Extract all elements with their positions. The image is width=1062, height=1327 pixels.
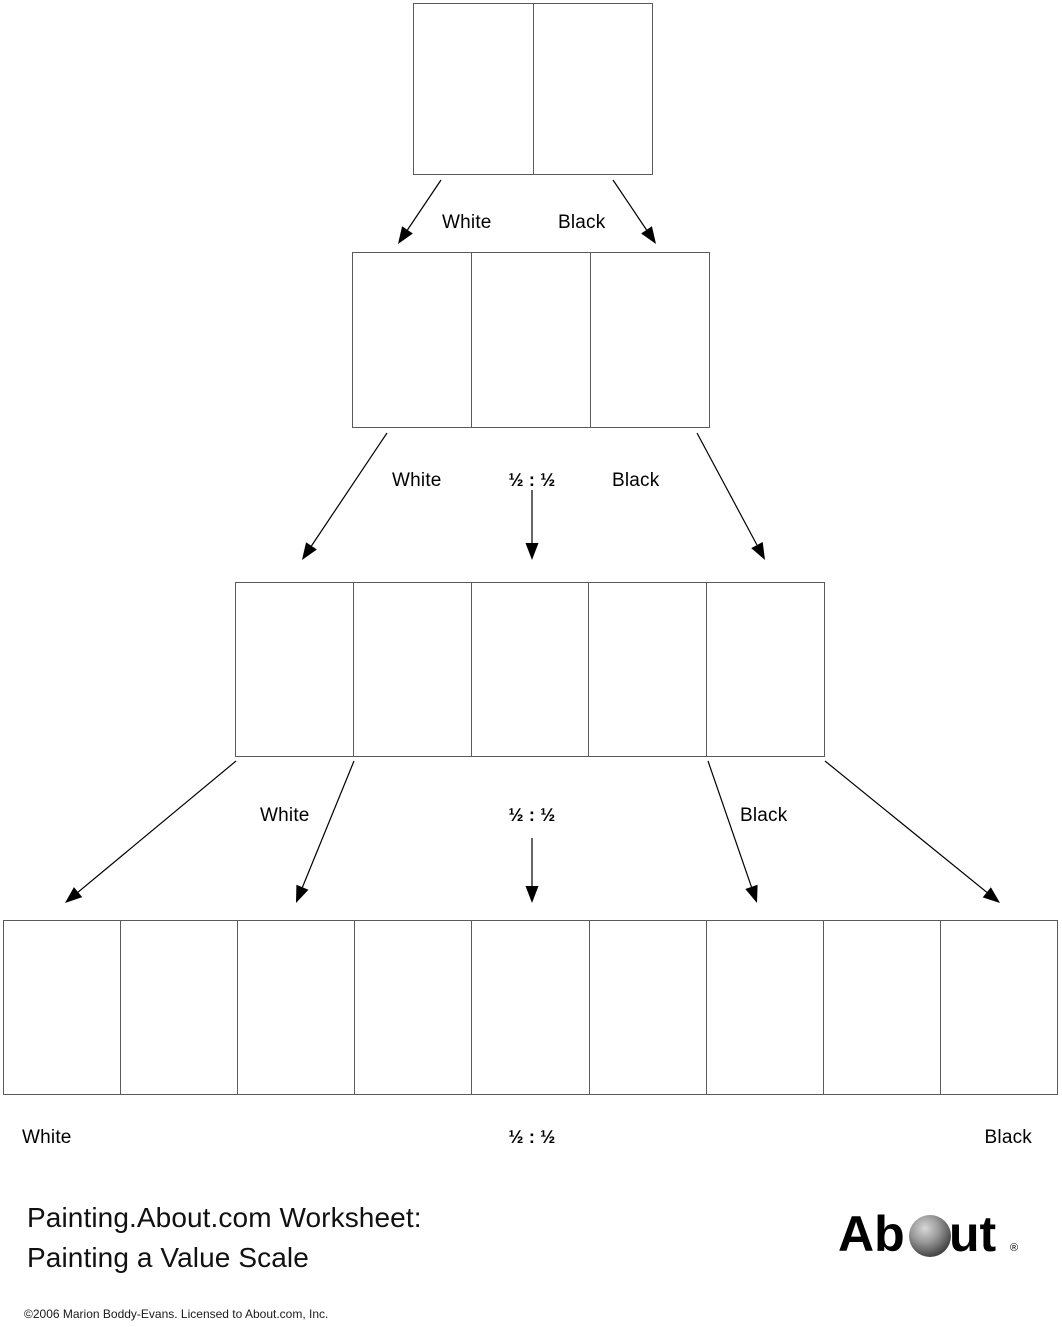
arrow-line xyxy=(612,179,648,231)
mix-label: White xyxy=(442,212,492,233)
swatch-cell[interactable] xyxy=(355,921,473,1094)
mix-label: White xyxy=(392,470,442,491)
arrow-line xyxy=(696,432,758,546)
swatch-cell[interactable] xyxy=(589,921,707,1094)
about-logo: Ab ut ® xyxy=(838,1206,1024,1263)
mix-label: Black xyxy=(740,805,788,826)
arrow-head-icon xyxy=(745,884,758,903)
arrow-line xyxy=(406,179,442,231)
about-logo-text-after: ut xyxy=(949,1207,997,1262)
swatch-cell[interactable] xyxy=(591,253,709,427)
arrow-head-icon xyxy=(65,887,83,903)
scale-end-label: ½ : ½ xyxy=(508,1127,556,1147)
swatch-cell[interactable] xyxy=(533,4,652,174)
mix-label: ½ : ½ xyxy=(508,805,556,825)
about-logo-sphere xyxy=(909,1215,951,1257)
swatch-cell[interactable] xyxy=(589,583,708,756)
copyright-notice: ©2006 Marion Boddy-Evans. Licensed to Ab… xyxy=(24,1307,329,1321)
swatch-cell[interactable] xyxy=(236,583,354,756)
arrow-head-icon xyxy=(525,543,539,560)
scale-end-label: White xyxy=(22,1127,72,1148)
arrow-line xyxy=(77,760,237,893)
arrow-head-icon xyxy=(982,887,1000,903)
swatch-cell[interactable] xyxy=(472,253,591,427)
swatch-cell[interactable] xyxy=(707,583,824,756)
value-scale-row-4[interactable] xyxy=(3,920,1058,1095)
swatch-cell[interactable] xyxy=(823,921,941,1094)
arrow-head-icon xyxy=(302,542,317,560)
swatch-cell[interactable] xyxy=(414,4,534,174)
about-logo-registered-mark: ® xyxy=(1010,1242,1018,1254)
arrow-head-icon xyxy=(398,226,413,244)
swatch-cell[interactable] xyxy=(353,583,472,756)
swatch-cell[interactable] xyxy=(353,253,472,427)
mix-label: White xyxy=(260,805,310,826)
arrow-line xyxy=(310,432,388,547)
arrow-line xyxy=(301,760,355,888)
arrow-head-icon xyxy=(751,541,765,560)
mix-label: Black xyxy=(612,470,660,491)
value-scale-row-3[interactable] xyxy=(235,582,825,757)
swatch-cell[interactable] xyxy=(471,583,590,756)
arrow-head-icon xyxy=(296,884,309,903)
swatch-cell[interactable] xyxy=(238,921,356,1094)
arrow-head-icon xyxy=(641,226,656,244)
value-scale-row-2[interactable] xyxy=(352,252,710,428)
swatch-cell[interactable] xyxy=(472,921,590,1094)
mix-label: Black xyxy=(558,212,606,233)
arrow-line xyxy=(824,760,988,893)
page-title: Painting.About.com Worksheet: Painting a… xyxy=(27,1202,422,1273)
swatch-cell[interactable] xyxy=(706,921,824,1094)
mix-label: ½ : ½ xyxy=(508,470,556,490)
swatch-cell[interactable] xyxy=(121,921,239,1094)
scale-end-label: Black xyxy=(984,1127,1032,1148)
swatch-cell[interactable] xyxy=(4,921,122,1094)
arrow-head-icon xyxy=(525,886,539,903)
swatch-cell[interactable] xyxy=(940,921,1057,1094)
about-logo-text-before: Ab xyxy=(838,1207,905,1262)
value-scale-row-1[interactable] xyxy=(413,3,653,175)
